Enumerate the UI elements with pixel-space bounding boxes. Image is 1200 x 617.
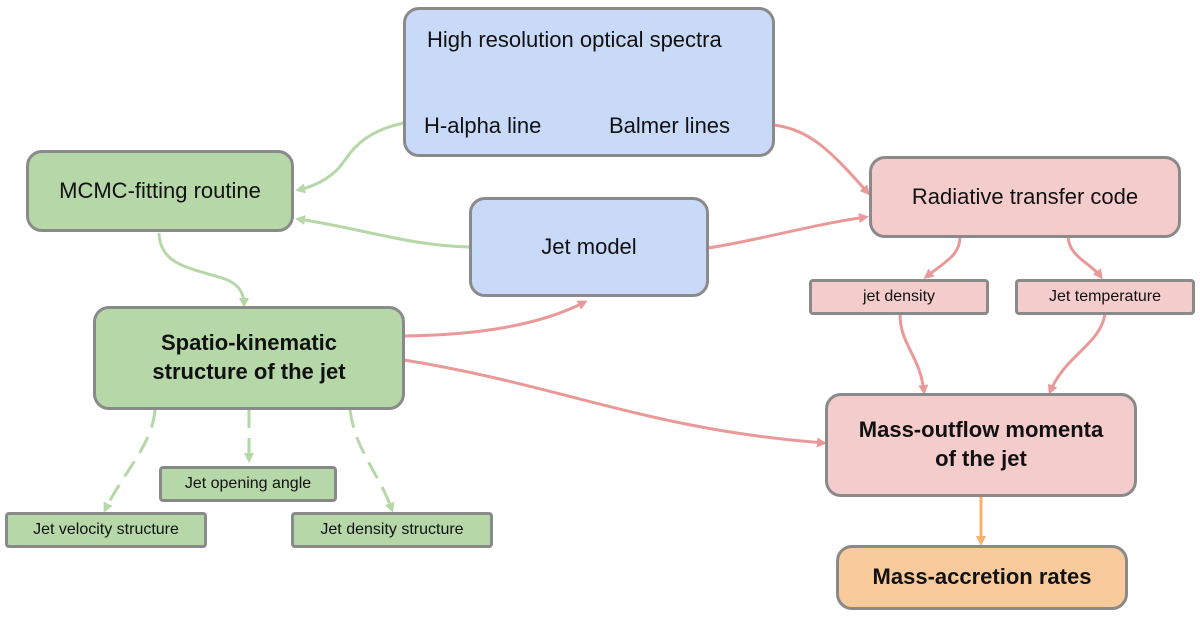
- jet-density-structure-node: Jet density structure: [291, 512, 493, 548]
- arrow-radiative-to-jettemperature: [1066, 236, 1103, 280]
- jet-opening-angle-label: Jet opening angle: [184, 474, 312, 492]
- arrow-jetmodel-to-radiative: [707, 213, 869, 250]
- balmer-label: Balmer lines: [609, 113, 731, 138]
- spatio-label-line1: Spatio-kinematic: [160, 330, 338, 356]
- arrow-jettemperature-to-massoutflow: [1048, 313, 1107, 395]
- arrow-mcmc-to-spatio: [157, 232, 249, 308]
- radiative-transfer-node: Radiative transfer code: [869, 156, 1181, 238]
- jet-opening-angle-node: Jet opening angle: [159, 466, 337, 502]
- spectra-node: [403, 7, 775, 157]
- arrow-spatio-to-density-structure: [348, 409, 395, 513]
- radiative-label: Radiative transfer code: [911, 183, 1139, 209]
- jet-model-node: Jet model: [469, 197, 709, 297]
- mass-outflow-line2: of the jet: [935, 446, 1027, 471]
- mass-outflow-line1: Mass-outflow momenta: [858, 417, 1104, 443]
- arrow-balmer-to-radiative: [773, 123, 870, 196]
- jet-density-label: jet density: [862, 287, 936, 305]
- arrow-spatio-to-velocity: [103, 409, 157, 513]
- jet-density-structure-label: Jet density structure: [320, 520, 464, 538]
- arrow-jetdensity-to-massoutflow: [898, 313, 929, 395]
- arrow-jetmodel-to-mcmc: [295, 215, 471, 249]
- spatio-label-line2: structure of the jet: [152, 359, 346, 384]
- arrow-radiative-to-jetdensity: [923, 236, 962, 279]
- halpha-label: H-alpha line: [424, 113, 542, 138]
- arrow-spatio-to-jetmodel: [403, 300, 588, 338]
- jet-temperature-label: Jet temperature: [1048, 287, 1162, 305]
- mass-accretion-label: Mass-accretion rates: [872, 564, 1092, 590]
- arrow-spatio-to-massoutflow: [403, 358, 827, 448]
- jet-temperature-node: Jet temperature: [1015, 279, 1195, 315]
- mass-outflow-node: Mass-outflow momenta of the jet: [825, 393, 1137, 497]
- spectra-title: High resolution optical spectra: [427, 27, 722, 52]
- mcmc-label: MCMC-fitting routine: [59, 177, 261, 203]
- arrow-halpha-to-mcmc: [295, 121, 405, 194]
- mcmc-node: MCMC-fitting routine: [26, 150, 294, 232]
- spatio-kinematic-node: Spatio-kinematic structure of the jet: [93, 306, 405, 410]
- mass-accretion-node: Mass-accretion rates: [836, 545, 1128, 610]
- jet-model-label: Jet model: [541, 233, 637, 259]
- jet-velocity-structure-label: Jet velocity structure: [33, 520, 179, 538]
- jet-velocity-structure-node: Jet velocity structure: [5, 512, 207, 548]
- jet-density-node: jet density: [809, 279, 989, 315]
